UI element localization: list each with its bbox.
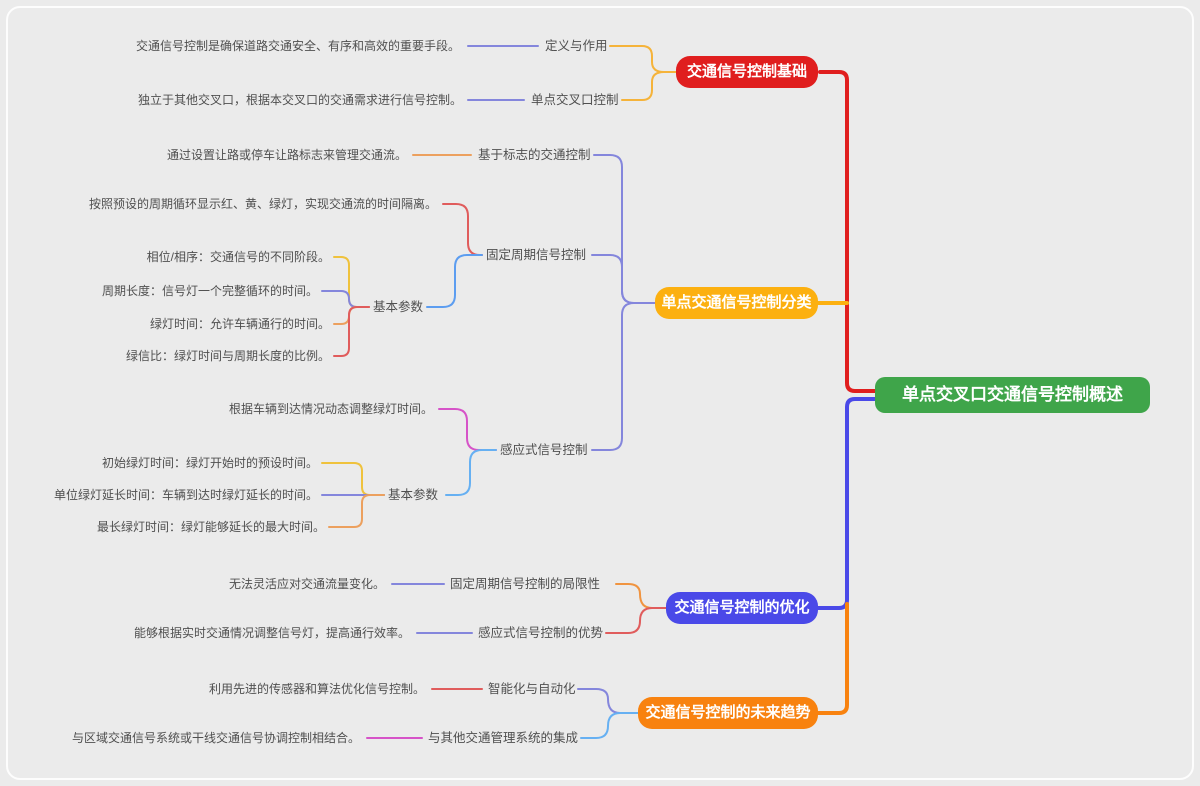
leaf-definition-note[interactable]: 交通信号控制是确保道路交通安全、有序和高效的重要手段。	[135, 39, 460, 53]
root-node[interactable]: 单点交叉口交通信号控制概述	[875, 377, 1150, 413]
leaf-param-green-ratio[interactable]: 绿信比：绿灯时间与周期长度的比例。	[125, 349, 330, 363]
edge-params1-to-fixedcycle	[426, 254, 483, 308]
edge-fixedcycle-to-classification	[591, 254, 656, 304]
edge-param1-cycle	[321, 290, 370, 308]
leaf-param-unit-extend[interactable]: 单位绿灯延长时间：车辆到达时绿灯延长的时间。	[53, 488, 318, 502]
edge-param2-max	[328, 494, 385, 528]
edge-integration-to-future	[580, 712, 639, 739]
leaf-param-initial-green[interactable]: 初始绿灯时间：绿灯开始时的预设时间。	[101, 456, 318, 470]
leaf-param-max-green[interactable]: 最长绿灯时间：绿灯能够延长的最大时间。	[96, 520, 325, 534]
leaf-intersection-note[interactable]: 独立于其他交叉口，根据本交叉口的交通需求进行信号控制。	[137, 93, 462, 107]
leaf-integration-note[interactable]: 与区域交通信号系统或干线交通信号协调控制相结合。	[71, 731, 360, 745]
label-limitation[interactable]: 固定周期信号控制的局限性	[450, 577, 601, 591]
edge-param1-ratio	[333, 306, 370, 357]
edge-trunk-to-future	[816, 602, 849, 715]
edge-actuated-to-classification	[591, 302, 656, 451]
leaf-param-phase[interactable]: 相位/相序：交通信号的不同阶段。	[146, 250, 330, 264]
leaf-sign-based-note[interactable]: 通过设置让路或停车让路标志来管理交通流。	[166, 148, 407, 162]
label-basic-params-2[interactable]: 基本参数	[388, 488, 439, 502]
edge-param1-phase	[333, 256, 370, 308]
label-single-intersection[interactable]: 单点交叉口控制	[531, 93, 619, 107]
edge-leaf-fixedcycle	[442, 203, 483, 256]
edge-leaf-actuated	[438, 408, 497, 451]
branch-node-classification[interactable]: 单点交通信号控制分类	[655, 287, 818, 319]
edge-root-to-optimization	[816, 397, 877, 610]
edge-intersection-to-basics	[621, 71, 677, 101]
edge-params2-to-actuated	[445, 449, 497, 496]
leaf-advantage-note[interactable]: 能够根据实时交通情况调整信号灯，提高通行效率。	[133, 626, 410, 640]
branch-node-future[interactable]: 交通信号控制的未来趋势	[638, 697, 818, 729]
edge-definition-to-basics	[609, 45, 677, 73]
leaf-param-cycle-length[interactable]: 周期长度：信号灯一个完整循环的时间。	[101, 284, 318, 298]
label-fixed-cycle[interactable]: 固定周期信号控制	[486, 248, 587, 262]
label-smart-automation[interactable]: 智能化与自动化	[488, 682, 576, 696]
label-sign-based[interactable]: 基于标志的交通控制	[478, 148, 591, 162]
branch-node-basics[interactable]: 交通信号控制基础	[676, 56, 818, 88]
leaf-param-green-time[interactable]: 绿灯时间：允许车辆通行的时间。	[149, 317, 330, 331]
label-actuated[interactable]: 感应式信号控制	[500, 443, 588, 457]
leaf-actuated-note[interactable]: 根据车辆到达情况动态调整绿灯时间。	[228, 402, 433, 416]
edge-param2-initial	[321, 462, 385, 496]
leaf-limitation-note[interactable]: 无法灵活应对交通流量变化。	[228, 577, 385, 591]
leaf-fixed-cycle-note[interactable]: 按照预设的周期循环显示红、黄、绿灯，实现交通流的时间隔离。	[88, 197, 437, 211]
label-basic-params-1[interactable]: 基本参数	[373, 300, 424, 314]
label-advantage[interactable]: 感应式信号控制的优势	[478, 626, 604, 640]
label-system-integration[interactable]: 与其他交通管理系统的集成	[428, 731, 579, 745]
edge-root-to-basics	[818, 70, 877, 393]
branch-node-optimization[interactable]: 交通信号控制的优化	[666, 592, 818, 624]
edge-advantage-to-optimization	[605, 607, 667, 634]
edge-smart-to-future	[577, 688, 639, 714]
edge-signbased-to-classification	[593, 154, 656, 304]
edge-limitation-to-optimization	[615, 583, 667, 609]
label-definition[interactable]: 定义与作用	[545, 39, 608, 53]
leaf-smart-note[interactable]: 利用先进的传感器和算法优化信号控制。	[208, 682, 425, 696]
